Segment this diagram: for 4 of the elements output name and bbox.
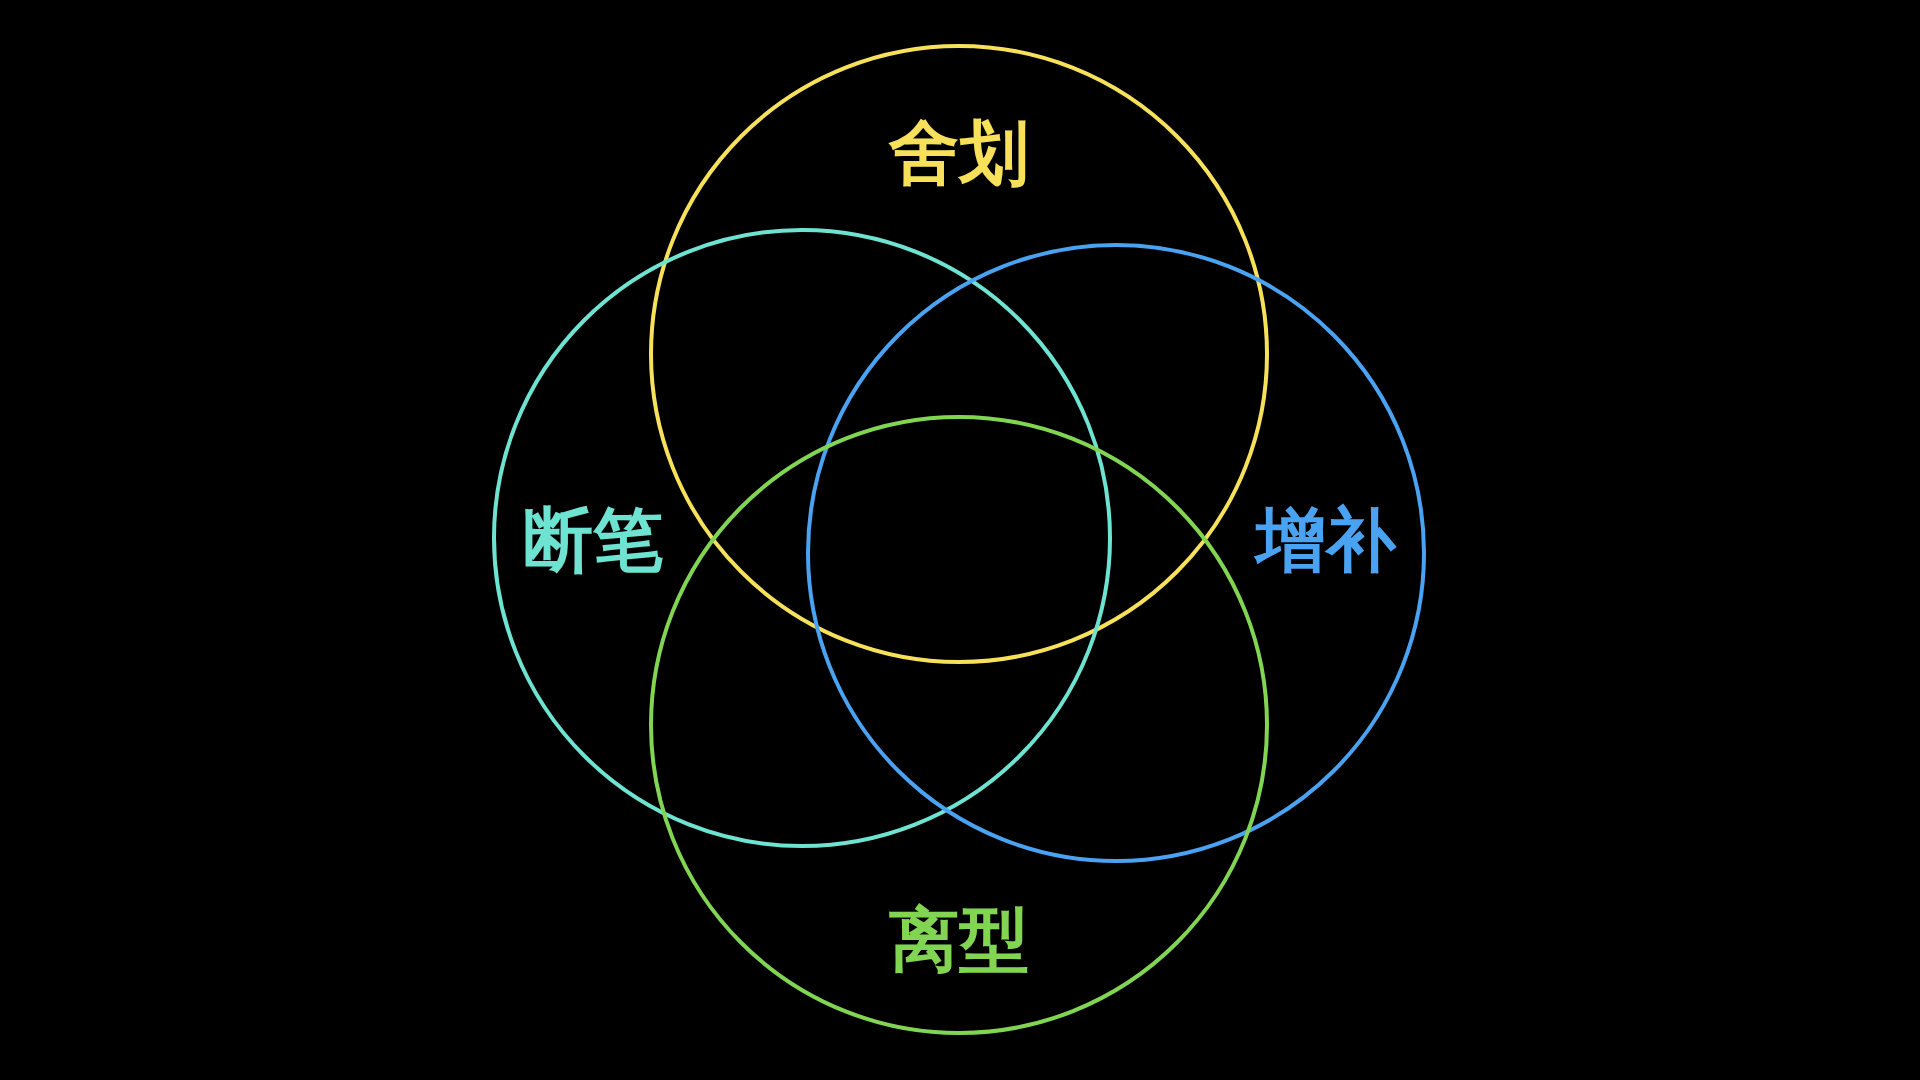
circle-label: 离型	[889, 905, 1029, 975]
circle-label: 增补	[1256, 505, 1396, 575]
circle-label: 断笔	[523, 505, 663, 575]
circle-label: 舍划	[889, 118, 1029, 188]
